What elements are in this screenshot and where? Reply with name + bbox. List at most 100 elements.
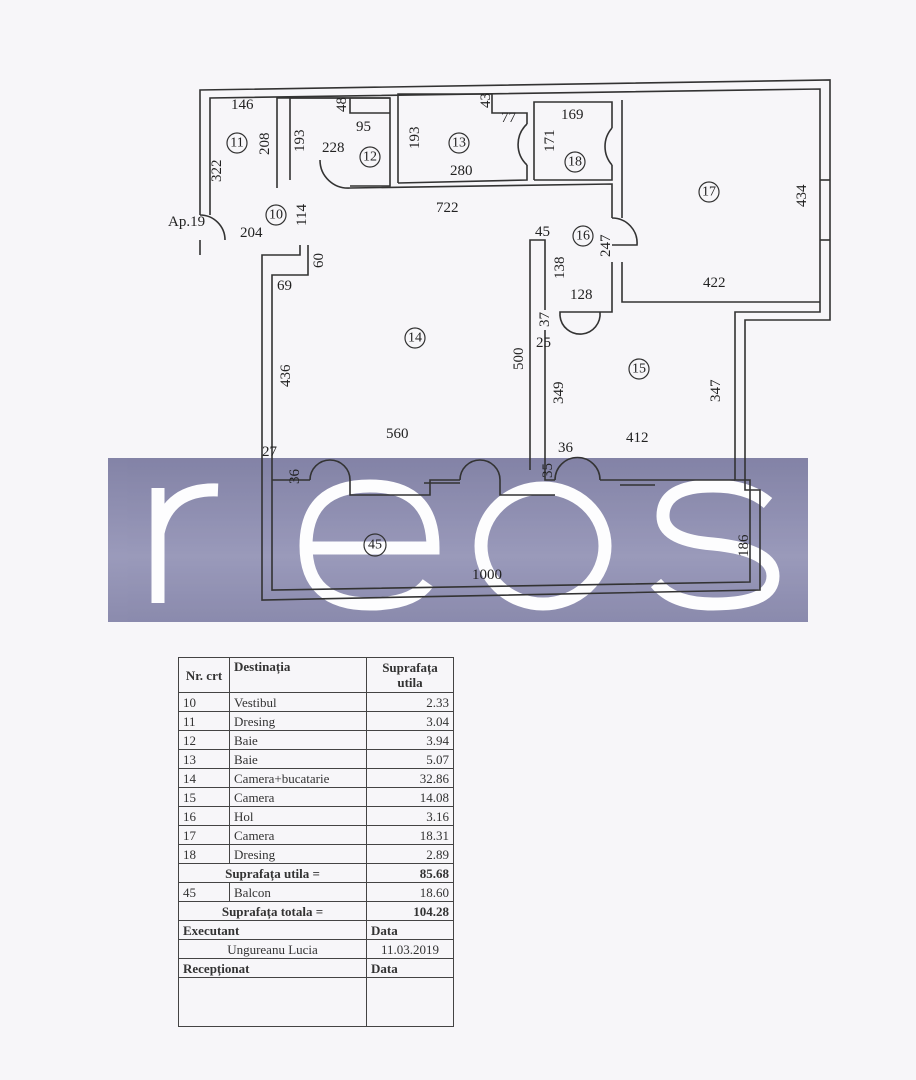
cell-dest: Baie: [229, 749, 367, 769]
svg-text:193: 193: [292, 130, 308, 153]
received-header-row: Recepționat Data: [178, 958, 454, 978]
svg-text:228: 228: [322, 140, 345, 156]
cell-supr: 3.04: [366, 711, 454, 731]
header-nr: Nr. crt: [178, 657, 230, 693]
svg-text:36: 36: [287, 469, 303, 485]
room-15: 15: [628, 358, 650, 380]
svg-text:349: 349: [551, 382, 567, 405]
cell-nr: 16: [178, 806, 230, 826]
cell-nr: 10: [178, 692, 230, 712]
useful-area-value: 85.68: [366, 863, 454, 883]
svg-text:15: 15: [632, 362, 646, 377]
svg-text:17: 17: [702, 185, 716, 200]
total-area-row: Suprafața totala = 104.28: [178, 901, 454, 921]
svg-text:16: 16: [576, 229, 590, 244]
svg-text:95: 95: [356, 119, 371, 135]
cell-dest: Camera: [229, 787, 367, 807]
cell-dest: Baie: [229, 730, 367, 750]
svg-text:25: 25: [536, 335, 551, 351]
cell-nr: 17: [178, 825, 230, 845]
room-12: 12: [359, 146, 381, 168]
svg-text:36: 36: [558, 440, 574, 456]
executant-row: Ungureanu Lucia 11.03.2019: [178, 939, 454, 959]
logo-letter-o: [474, 481, 612, 611]
cell-supr: 2.89: [366, 844, 454, 864]
svg-text:171: 171: [542, 130, 558, 153]
cell-dest: Dresing: [229, 711, 367, 731]
cell-nr: 18: [178, 844, 230, 864]
cell-supr: 32.86: [366, 768, 454, 788]
received-blank-row: [178, 977, 454, 1027]
svg-text:208: 208: [257, 133, 273, 156]
svg-text:422: 422: [703, 275, 726, 291]
svg-text:10: 10: [269, 208, 283, 223]
received-date-cell: [366, 977, 454, 1027]
dimension-labels: 146 208 322 193 48 95 228 193 43 280 77 …: [209, 93, 810, 583]
received-label: Recepționat: [178, 958, 367, 978]
svg-text:69: 69: [277, 278, 292, 294]
table-header: Nr. crt Destinația Suprafața utila: [178, 657, 454, 693]
svg-text:560: 560: [386, 426, 409, 442]
svg-text:13: 13: [452, 136, 466, 151]
svg-text:1000: 1000: [472, 567, 502, 583]
logo-letter-r: [151, 483, 219, 603]
total-area-label: Suprafața totala =: [178, 901, 367, 921]
room-14: 14: [404, 327, 426, 349]
executant-date: 11.03.2019: [366, 939, 454, 959]
svg-text:37: 37: [537, 312, 553, 328]
cell-supr: 2.33: [366, 692, 454, 712]
balcony-row: 45 Balcon 18.60: [178, 882, 454, 902]
balcony-destination: Balcon: [229, 882, 367, 902]
svg-text:193: 193: [407, 127, 423, 150]
room-18: 18: [564, 151, 586, 173]
logo-letter-e: [299, 479, 440, 611]
svg-text:500: 500: [511, 348, 527, 371]
svg-text:722: 722: [436, 200, 459, 216]
svg-text:322: 322: [209, 160, 225, 183]
apartment-label: Ap.19: [168, 214, 205, 230]
cell-nr: 12: [178, 730, 230, 750]
date-label: Data: [366, 920, 454, 940]
svg-text:247: 247: [598, 234, 614, 257]
room-17: 17: [698, 181, 720, 203]
svg-text:27: 27: [262, 444, 278, 460]
cell-dest: Camera: [229, 825, 367, 845]
reos-logo-lettering: [151, 479, 780, 611]
room-16: 16: [572, 225, 594, 247]
svg-text:128: 128: [570, 287, 593, 303]
useful-area-label: Suprafața utila =: [178, 863, 367, 883]
cell-supr: 5.07: [366, 749, 454, 769]
room-10: 10: [265, 204, 287, 226]
svg-text:60: 60: [311, 253, 327, 268]
svg-text:169: 169: [561, 107, 584, 123]
svg-text:412: 412: [626, 430, 649, 446]
svg-text:280: 280: [450, 163, 473, 179]
room-11: 11: [226, 132, 248, 154]
cell-supr: 3.94: [366, 730, 454, 750]
header-destination: Destinația: [229, 657, 367, 693]
svg-text:347: 347: [708, 379, 724, 402]
logo-letter-s: [650, 479, 780, 611]
executant-name: Ungureanu Lucia: [178, 939, 367, 959]
svg-text:146: 146: [231, 97, 254, 113]
room-45: 45: [363, 533, 387, 557]
cell-dest: Hol: [229, 806, 367, 826]
svg-text:204: 204: [240, 225, 263, 241]
executant-header-row: Executant Data: [178, 920, 454, 940]
cell-dest: Dresing: [229, 844, 367, 864]
svg-text:114: 114: [294, 204, 310, 226]
svg-text:45: 45: [535, 224, 550, 240]
cell-supr: 3.16: [366, 806, 454, 826]
walls: [199, 79, 831, 601]
svg-text:14: 14: [408, 331, 422, 346]
